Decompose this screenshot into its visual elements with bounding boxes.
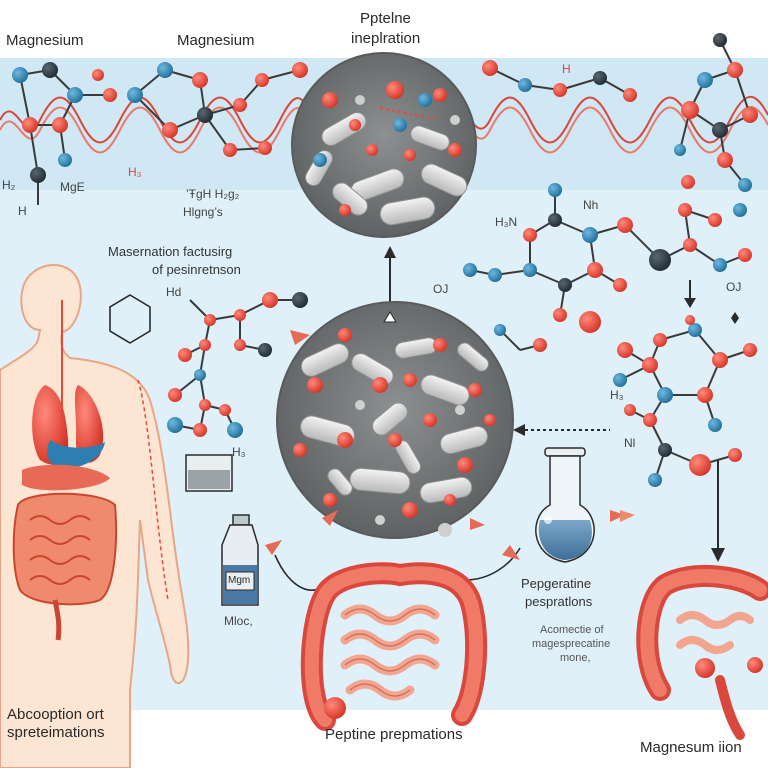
bottom-left-caption-2: spreteimations — [7, 724, 105, 741]
flask-caption-2: pespratlons — [525, 594, 593, 609]
intestine-right — [636, 565, 768, 740]
left-container — [185, 454, 233, 492]
label-left-hh2: H₂ — [2, 178, 16, 192]
flask — [535, 447, 595, 563]
label-left-highgs: Hlgng’s — [183, 205, 223, 219]
bottom-left-caption-1: Abcooption ort — [7, 706, 104, 723]
dotted-arrow-left — [513, 424, 610, 436]
label-hd: Hd — [166, 285, 182, 299]
molecule-top-right — [489, 39, 751, 186]
pointer-triangle — [383, 311, 397, 323]
top-zoom-circle — [291, 52, 477, 238]
benzene-ring — [109, 294, 151, 344]
molecule-right-mid — [469, 190, 746, 351]
label-nh: Nh — [583, 198, 599, 212]
atoms-right-low — [613, 315, 757, 487]
bottom-center-caption: Peptine prepmations — [325, 726, 463, 743]
label-oj-2: OJ — [726, 280, 742, 294]
atoms-right-mid — [463, 175, 752, 352]
organs — [12, 300, 169, 641]
bottle-label: Mgm — [228, 575, 251, 586]
label-left-mge: MgE — [60, 180, 85, 194]
label-top-center-2: ineplration — [351, 30, 421, 47]
flask-note-3: mone, — [560, 652, 591, 664]
flask-note-1: Acomectie of — [540, 624, 604, 636]
label-left-h3: H₃ — [128, 165, 142, 179]
label-h3-left: H₃ — [232, 445, 246, 459]
flask-note-2: magesprecatine — [532, 638, 611, 650]
label-top-center-1: Pptelne — [360, 10, 411, 27]
intestine-center — [300, 562, 488, 731]
label-left-tag: ’ŦgH H₂g₂ — [186, 187, 240, 201]
label-nl-right: Nl — [624, 436, 636, 450]
atoms-top-left — [12, 62, 308, 183]
mid-heading-line-1: Masernation factusirg — [108, 244, 233, 259]
label-h3-right: H₃ — [610, 388, 624, 402]
arrow-down-right — [684, 280, 725, 562]
label-magnesium-1: Magnesium — [6, 32, 84, 49]
arrow-up — [384, 246, 396, 305]
flask-caption-1: Pepgeratine — [521, 576, 592, 591]
red-chevrons — [265, 330, 635, 560]
bottle-caption: Mloc, — [224, 614, 253, 628]
bottom-right-caption: Magnesum iion — [640, 739, 742, 756]
main-zoom-circle — [276, 301, 514, 539]
label-h3n: H₃N — [495, 215, 518, 229]
diamond-marker — [731, 312, 739, 324]
label-left-hh: H — [18, 204, 27, 218]
label-oj: OJ — [433, 282, 449, 296]
atoms-top-right — [482, 33, 758, 192]
label-top-right-h: H — [562, 62, 571, 76]
mid-heading-line-2: of pesinretnson — [152, 262, 241, 277]
label-magnesium-2: Magnesium — [177, 32, 255, 49]
magnesium-bottle — [221, 514, 259, 606]
